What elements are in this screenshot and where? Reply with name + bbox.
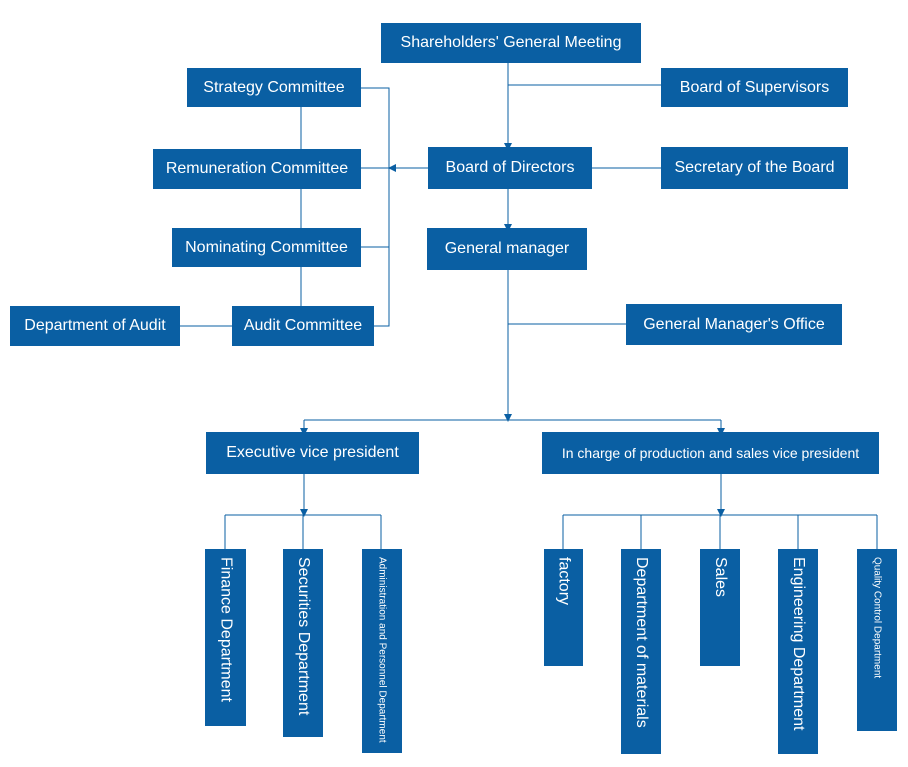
node-production-sales-vp: In charge of production and sales vice p… [542,432,879,474]
node-shareholders: Shareholders' General Meeting [381,23,641,63]
node-audit-committee: Audit Committee [232,306,374,346]
node-quality-control-department: Quality Control Department [857,549,897,731]
node-admin-personnel-department: Administration and Personnel Department [362,549,402,753]
node-executive-vp: Executive vice president [206,432,419,474]
committee-bracket [361,87,390,327]
node-department-of-audit: Department of Audit [10,306,180,346]
node-board-of-directors: Board of Directors [428,147,592,189]
node-nominating-committee: Nominating Committee [172,228,361,267]
node-securities-department: Securities Department [283,549,323,737]
node-general-manager: General manager [427,228,587,270]
node-board-of-supervisors: Board of Supervisors [661,68,848,107]
node-engineering-department: Engineering Department [778,549,818,754]
node-general-managers-office: General Manager's Office [626,304,842,345]
node-remuneration-committee: Remuneration Committee [153,149,361,189]
node-sales: Sales [700,549,740,666]
node-finance-department: Finance Department [205,549,246,726]
node-department-of-materials: Department of materials [621,549,661,754]
node-factory: factory [544,549,583,666]
node-secretary-of-board: Secretary of the Board [661,147,848,189]
node-strategy-committee: Strategy Committee [187,68,361,107]
